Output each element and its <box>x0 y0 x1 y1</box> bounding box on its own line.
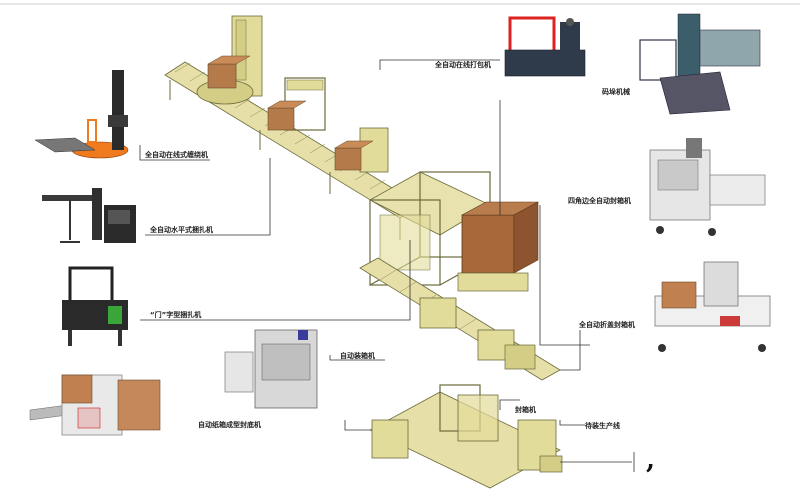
code-sprayer-palletizer-machine-image <box>639 13 761 115</box>
label-four-corner-sealer: 四角边全自动封箱机 <box>568 196 631 205</box>
leader-lines <box>139 59 635 472</box>
side-sealer-machine-image <box>654 261 771 352</box>
end-mark: , <box>646 445 655 475</box>
door-strapper-machine-image <box>62 266 128 346</box>
auto-strapper-top-machine-image <box>504 16 586 77</box>
case-erector-sealer-machine-image <box>29 374 161 436</box>
central-production-line <box>164 15 563 489</box>
label-case-erector-small: 自动装箱机 <box>340 351 375 360</box>
label-side-sealer: 全自动折盖封箱机 <box>578 320 635 329</box>
label-auto-strapper-top: 全自动在线打包机 <box>434 60 491 69</box>
label-sealer: 封箱机 <box>515 405 536 414</box>
label-case-erector-sealer: 自动纸箱成型封底机 <box>198 420 261 429</box>
label-product-line: 待装生产线 <box>585 421 620 430</box>
label-code-sprayer: 码垛机械 <box>602 87 630 96</box>
stretch-wrapper-machine-image <box>34 70 129 159</box>
label-door-strapper: “门”字型捆扎机 <box>150 310 201 319</box>
case-erector-small-machine-image <box>224 329 318 409</box>
four-corner-sealer-machine-image <box>649 138 766 236</box>
label-horizontal-strapper: 全自动水平式捆扎机 <box>149 225 213 234</box>
label-stretch-wrap: 全自动在线式缠绕机 <box>144 150 208 159</box>
horizontal-strapper-machine-image <box>42 188 136 243</box>
